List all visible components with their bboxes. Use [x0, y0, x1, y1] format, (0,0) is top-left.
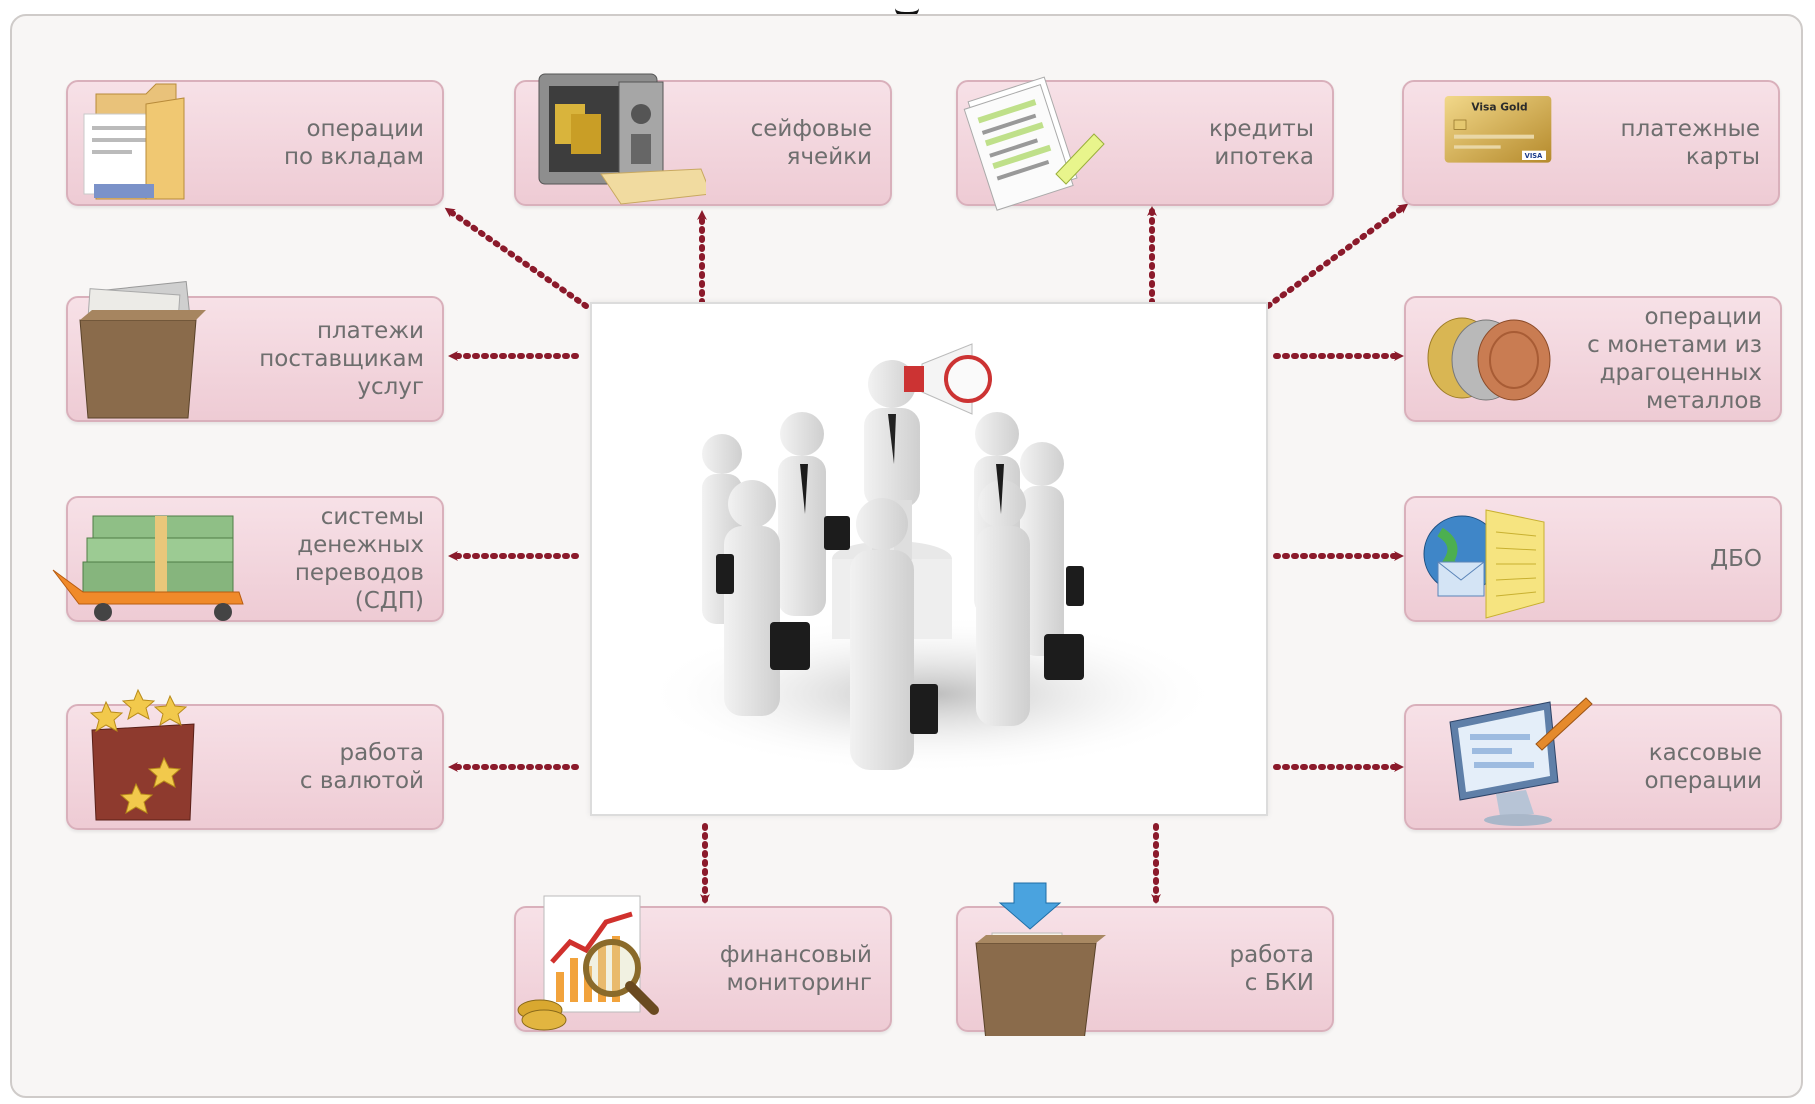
chart-magnifier-icon — [517, 895, 659, 1031]
box-dbo[interactable]: ДБО — [1404, 496, 1782, 622]
center-image — [590, 302, 1268, 816]
box-deposits-label: операции по вкладам — [283, 116, 424, 170]
box-cash-label: кассовые операции — [1644, 740, 1762, 794]
box-monitoring[interactable]: финансовый мониторинг — [514, 895, 892, 1032]
folder-icon — [83, 83, 185, 200]
business-people-megaphone-icon — [642, 343, 1222, 774]
box-transfers[interactable]: системы денежных переводов (СДП) — [52, 496, 444, 622]
box-deposits[interactable]: операции по вкладам — [66, 80, 444, 206]
box-safe[interactable]: сейфовые ячейки — [514, 73, 892, 206]
coins-icon — [1427, 317, 1551, 401]
box-bki-label: работа с БКИ — [1229, 942, 1314, 996]
arrow-deposits — [444, 207, 589, 309]
credit-card-icon: Visa Gold VISA — [1444, 96, 1552, 163]
box-safe-label: сейфовые ячейки — [750, 116, 872, 170]
box-coins[interactable]: операции с монетами из драгоценных метал… — [1404, 296, 1782, 422]
globe-mail-icon — [1423, 509, 1545, 619]
box-currency-label: работа с валютой — [299, 740, 424, 794]
box-cards-label: платежные карты — [1620, 116, 1760, 170]
box-transfers-label: системы денежных переводов (СДП) — [294, 504, 424, 614]
arrow-cards — [1265, 203, 1409, 309]
safe-icon — [538, 73, 706, 205]
box-cards[interactable]: Visa Gold VISA платежные карты — [1402, 80, 1780, 206]
box-monitoring-label: финансовый мониторинг — [719, 942, 872, 996]
box-credits-label: кредиты ипотека — [1208, 116, 1314, 170]
documents-icon — [963, 76, 1105, 211]
monitor-icon — [1449, 697, 1593, 826]
download-folder-icon — [975, 882, 1106, 1036]
box-payments[interactable]: платежи поставщикам услуг — [66, 281, 444, 422]
card-logo: VISA — [1525, 152, 1543, 160]
money-cart-icon — [52, 515, 244, 621]
box-cash[interactable]: кассовые операции — [1404, 697, 1782, 830]
box-currency[interactable]: работа с валютой — [66, 688, 444, 830]
box-dbo-label: ДБО — [1710, 546, 1762, 572]
box-coins-label: операции с монетами из драгоценных метал… — [1587, 304, 1762, 414]
folder-icon — [79, 281, 206, 419]
box-payments-label: платежи поставщикам услуг — [259, 318, 424, 400]
star-folder-icon — [89, 688, 195, 821]
box-bki[interactable]: работа с БКИ — [956, 882, 1334, 1036]
box-credits[interactable]: кредиты ипотека — [956, 76, 1334, 211]
card-brand: Visa Gold — [1471, 101, 1527, 114]
